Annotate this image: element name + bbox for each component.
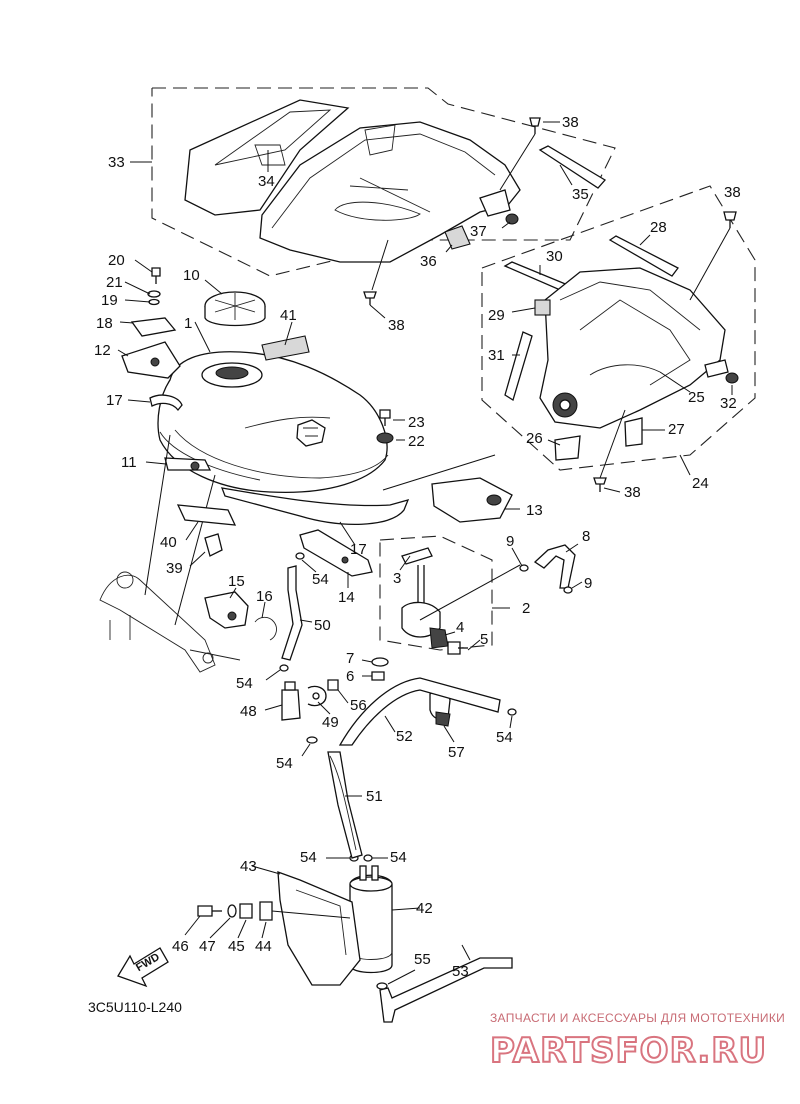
callout-38-top: 38 xyxy=(562,114,579,131)
callout-42: 42 xyxy=(416,900,433,917)
callout-numbers: 1 2 3 4 5 6 7 8 9 9 10 11 12 13 14 15 16… xyxy=(94,114,741,980)
frame-sketch xyxy=(99,434,241,673)
side-cover-assembly xyxy=(481,185,756,493)
callout-54-d: 54 xyxy=(496,729,513,746)
callout-34: 34 xyxy=(258,173,275,190)
callout-29: 29 xyxy=(488,307,505,324)
callout-25: 25 xyxy=(688,389,705,406)
callout-57: 57 xyxy=(448,744,465,761)
callout-8: 8 xyxy=(582,528,590,545)
callout-52: 52 xyxy=(396,728,413,745)
callout-41: 41 xyxy=(280,307,297,324)
hose-8-and-clips xyxy=(511,543,583,594)
callout-36: 36 xyxy=(420,253,437,270)
callout-19: 19 xyxy=(101,292,118,309)
callout-4: 4 xyxy=(456,619,464,636)
callout-18: 18 xyxy=(96,315,113,332)
callout-11: 11 xyxy=(121,454,137,471)
tank-cover-assembly xyxy=(130,87,616,319)
callout-44: 44 xyxy=(255,938,272,955)
front-mount-parts xyxy=(117,259,212,471)
callout-14: 14 xyxy=(338,589,355,606)
callout-13: 13 xyxy=(526,502,543,519)
callout-26: 26 xyxy=(526,430,543,447)
callout-17-left: 17 xyxy=(106,392,123,409)
callout-22: 22 xyxy=(408,433,425,450)
callout-7: 7 xyxy=(346,650,354,667)
callout-6: 6 xyxy=(346,668,354,685)
callout-32: 32 xyxy=(720,395,737,412)
hose-clips xyxy=(265,552,517,862)
callout-30: 30 xyxy=(546,248,563,265)
callout-23: 23 xyxy=(408,414,425,431)
callout-24: 24 xyxy=(692,475,709,492)
callout-39: 39 xyxy=(166,560,183,577)
callout-9-top: 9 xyxy=(506,533,514,550)
hose-51 xyxy=(327,751,363,859)
callout-3: 3 xyxy=(393,570,401,587)
canister-assembly xyxy=(184,865,421,986)
callout-1: 1 xyxy=(184,315,192,332)
callout-55: 55 xyxy=(414,951,431,968)
callout-38-side: 38 xyxy=(724,184,741,201)
callout-37: 37 xyxy=(470,223,487,240)
callout-54-a: 54 xyxy=(312,571,329,588)
callout-21: 21 xyxy=(106,274,123,291)
callout-12: 12 xyxy=(94,342,111,359)
callout-9-bottom: 9 xyxy=(584,575,592,592)
callout-50: 50 xyxy=(314,617,331,634)
callout-54-e: 54 xyxy=(300,849,317,866)
valve-and-fittings xyxy=(264,677,501,746)
callout-2: 2 xyxy=(522,600,530,617)
callout-20: 20 xyxy=(108,252,125,269)
watermark-brand: PARTSFOR.RU xyxy=(490,1031,767,1071)
callout-49: 49 xyxy=(322,714,339,731)
callout-33: 33 xyxy=(108,154,125,171)
callout-38-cover: 38 xyxy=(388,317,405,334)
callout-10: 10 xyxy=(183,267,200,284)
watermark-tagline: ЗАПЧАСТИ И АКСЕССУАРЫ ДЛЯ МОТОТЕХНИКИ xyxy=(490,1011,785,1025)
callout-56: 56 xyxy=(350,697,367,714)
callout-28: 28 xyxy=(650,219,667,236)
callout-5: 5 xyxy=(480,631,488,648)
callout-48: 48 xyxy=(240,703,257,720)
hose-53 xyxy=(376,944,513,1023)
callout-17-rail: 17 xyxy=(350,541,367,558)
callout-15: 15 xyxy=(228,573,245,590)
fuel-tank xyxy=(157,279,405,494)
callout-54-b: 54 xyxy=(236,675,253,692)
callout-54-c: 54 xyxy=(276,755,293,772)
callout-46: 46 xyxy=(172,938,189,955)
rail-and-pads xyxy=(176,454,520,588)
callout-27: 27 xyxy=(668,421,685,438)
callout-16: 16 xyxy=(256,588,273,605)
callout-38-bottom: 38 xyxy=(624,484,641,501)
callout-35: 35 xyxy=(572,186,589,203)
callout-53: 53 xyxy=(452,963,469,980)
callout-31: 31 xyxy=(488,347,505,364)
watermark: ЗАПЧАСТИ И АКСЕССУАРЫ ДЛЯ МОТОТЕХНИКИ PA… xyxy=(489,1011,785,1072)
callout-45: 45 xyxy=(228,938,245,955)
diagram-code: 3C5U110-L240 xyxy=(88,999,182,1015)
callout-43: 43 xyxy=(240,858,257,875)
hose-50-and-bracket xyxy=(204,565,313,661)
callout-51: 51 xyxy=(366,788,383,805)
callout-47: 47 xyxy=(199,938,216,955)
fuel-cock-assembly xyxy=(361,535,521,681)
callout-40: 40 xyxy=(160,534,177,551)
fwd-arrow: FWD xyxy=(117,947,169,988)
callout-54-f: 54 xyxy=(390,849,407,866)
